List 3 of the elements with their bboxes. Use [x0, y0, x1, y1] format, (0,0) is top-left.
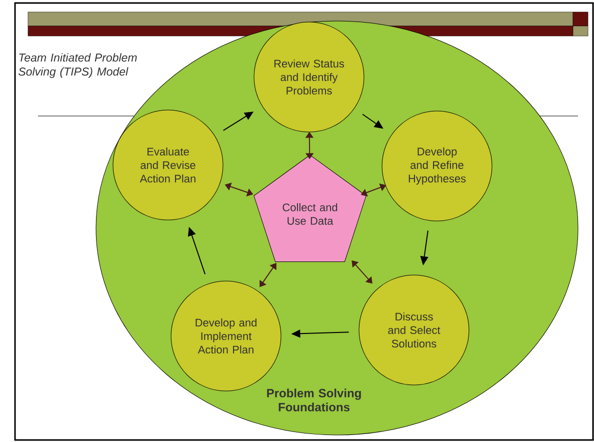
data-pentagon: Collect and Use Data: [254, 154, 366, 262]
title: Team Initiated Problem Solving (TIPS) Model: [18, 53, 137, 78]
foundation-label: Problem Solving Foundations: [267, 388, 361, 412]
